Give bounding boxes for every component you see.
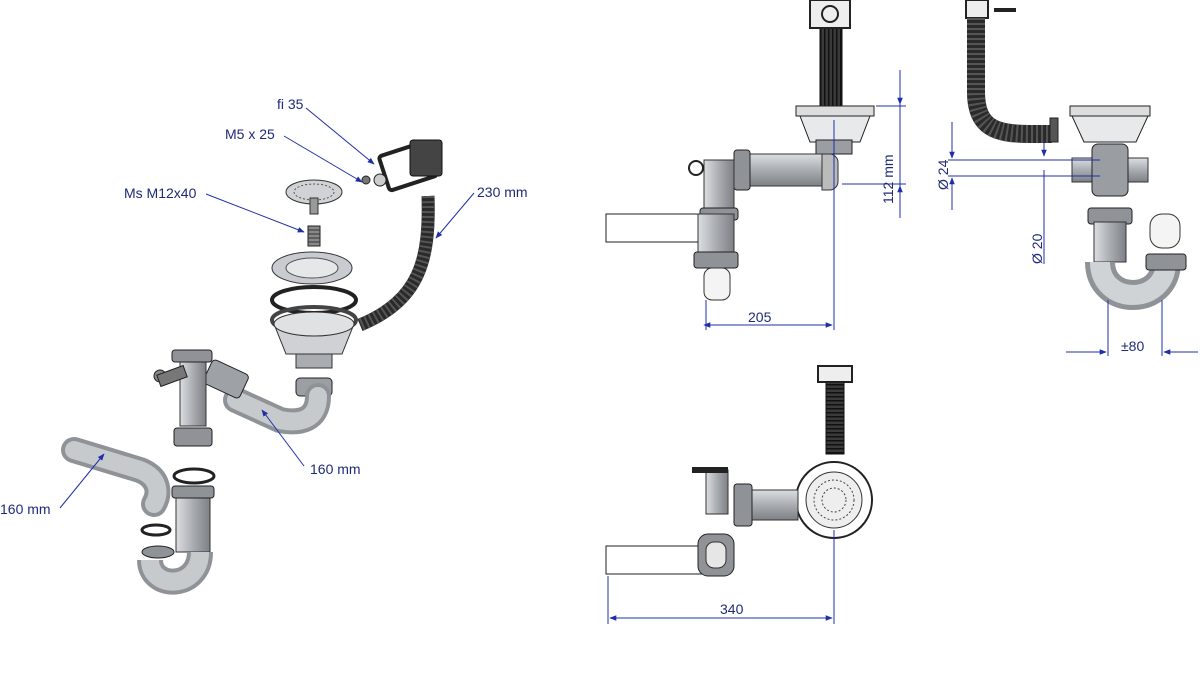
label-ms-m12x40: Ms M12x40 — [124, 185, 197, 201]
front-view — [965, 0, 1187, 310]
overflow-tee — [153, 349, 249, 447]
overflow-bracket — [361, 139, 443, 193]
dim-top-width: 340 — [720, 601, 744, 617]
label-fi35: fi 35 — [277, 96, 304, 112]
exploded-view — [61, 139, 443, 595]
basket-body — [273, 311, 355, 369]
strainer-plug — [285, 179, 343, 215]
sink-flange — [271, 251, 353, 285]
label-pipe-length-right: 160 mm — [310, 461, 361, 477]
side-view-dimensions — [703, 70, 906, 330]
label-hose-length: 230 mm — [477, 184, 528, 200]
front-view-dimensions — [948, 122, 1198, 356]
exploded-leaders — [59, 107, 475, 509]
dim-diameter-20: Ø 20 — [1029, 233, 1045, 264]
p-trap — [137, 485, 215, 595]
dim-side-width: 205 — [748, 309, 772, 325]
side-view — [605, 0, 875, 330]
label-pipe-length-left: 160 mm — [0, 501, 51, 517]
dim-side-height: 112 mm — [880, 154, 896, 204]
center-screw — [307, 225, 321, 247]
dim-offset: ±80 — [1121, 338, 1145, 354]
dim-diameter-24: Ø 24 — [935, 159, 951, 190]
top-view — [605, 365, 873, 624]
label-m5x25: M5 x 25 — [225, 126, 275, 142]
top-view-dimensions — [607, 576, 833, 624]
